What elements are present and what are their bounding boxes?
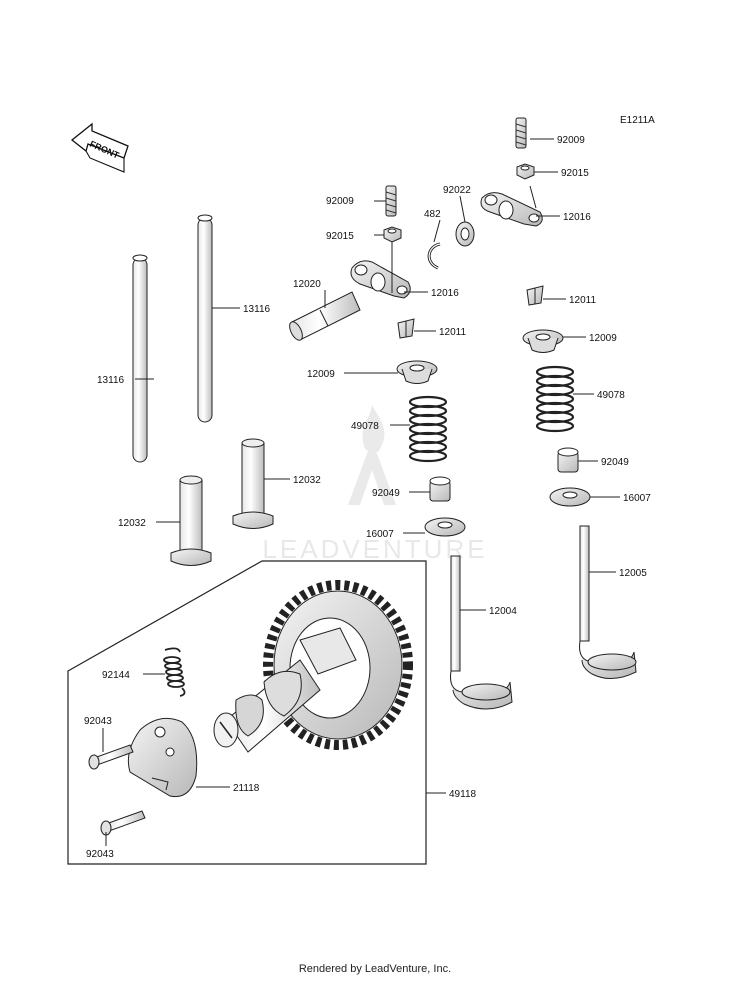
part-label: 13116 [97, 375, 125, 386]
leader-lines [102, 138, 620, 846]
collet-mid [397, 318, 415, 339]
spring-seat-mid [424, 517, 466, 537]
part-labels: 92009 92015 12016 92022 482 92009 92015 … [84, 135, 651, 860]
push-rod-right [197, 214, 213, 423]
part-label: 482 [424, 209, 441, 220]
part-label: 12004 [489, 606, 517, 617]
part-label: 92043 [86, 849, 114, 860]
part-label: 92009 [557, 135, 585, 146]
part-label: 12032 [293, 475, 321, 486]
part-label: 92015 [561, 168, 589, 179]
adjusting-screw-mid [385, 185, 397, 217]
part-label: 92015 [326, 231, 354, 242]
tappet-left [170, 475, 212, 566]
camshaft [213, 659, 321, 753]
watermark-text: LEADVENTURE [262, 534, 487, 564]
part-label: 21118 [233, 783, 260, 794]
bolt-bottom [100, 810, 146, 836]
part-label: 92049 [372, 488, 400, 499]
camshaft-assembly-border [67, 560, 427, 865]
part-label: 12005 [619, 568, 647, 579]
part-label: 49078 [597, 390, 625, 401]
washer [455, 221, 475, 247]
spring-retainer-right [522, 329, 564, 353]
diagram-code: E1211A [620, 115, 655, 126]
spring-seat-right [549, 487, 591, 507]
spring-retainer-mid [396, 360, 438, 384]
cam-gear [263, 580, 413, 750]
lock-nut-mid [383, 226, 402, 243]
part-label: 49078 [351, 421, 379, 432]
oil-seal-mid [429, 476, 451, 502]
part-label: 12032 [118, 518, 146, 529]
adjusting-screw-right [515, 117, 527, 149]
part-label: 92144 [102, 670, 130, 681]
footer-credit: Rendered by LeadVenture, Inc. [298, 963, 452, 975]
part-label: 16007 [366, 529, 394, 540]
valve-12005 [579, 525, 637, 679]
valve-spring-right [535, 365, 575, 433]
governor-weight [127, 717, 198, 798]
part-label: 12016 [431, 288, 459, 299]
governor-spring [163, 647, 186, 697]
part-label: 49118 [449, 789, 477, 800]
part-label: 12011 [569, 295, 597, 306]
part-label: 12016 [563, 212, 591, 223]
watermark: LEADVENTURE [262, 405, 487, 564]
rocker-arm-mid [350, 260, 411, 299]
part-label: 12020 [293, 279, 321, 290]
circlip [427, 242, 441, 270]
part-label: 92049 [601, 457, 629, 468]
collet-right [526, 285, 544, 306]
part-label: 16007 [623, 493, 651, 504]
part-label: 13116 [243, 304, 271, 315]
push-rod-left [132, 254, 148, 463]
part-label: 92022 [443, 185, 471, 196]
lock-nut-right [516, 163, 535, 180]
part-label: 12011 [439, 327, 467, 338]
valve-12004 [450, 555, 513, 710]
valve-spring-mid [408, 395, 448, 463]
bolt-top [88, 744, 134, 770]
tappet-right [232, 438, 274, 529]
part-label: 92009 [326, 196, 354, 207]
part-label: 12009 [589, 333, 617, 344]
front-arrow-icon: FRONT [70, 122, 129, 173]
part-label: 92043 [84, 716, 112, 727]
part-label: 12009 [307, 369, 335, 380]
oil-seal-right [557, 447, 579, 473]
rocker-shaft [289, 291, 361, 341]
